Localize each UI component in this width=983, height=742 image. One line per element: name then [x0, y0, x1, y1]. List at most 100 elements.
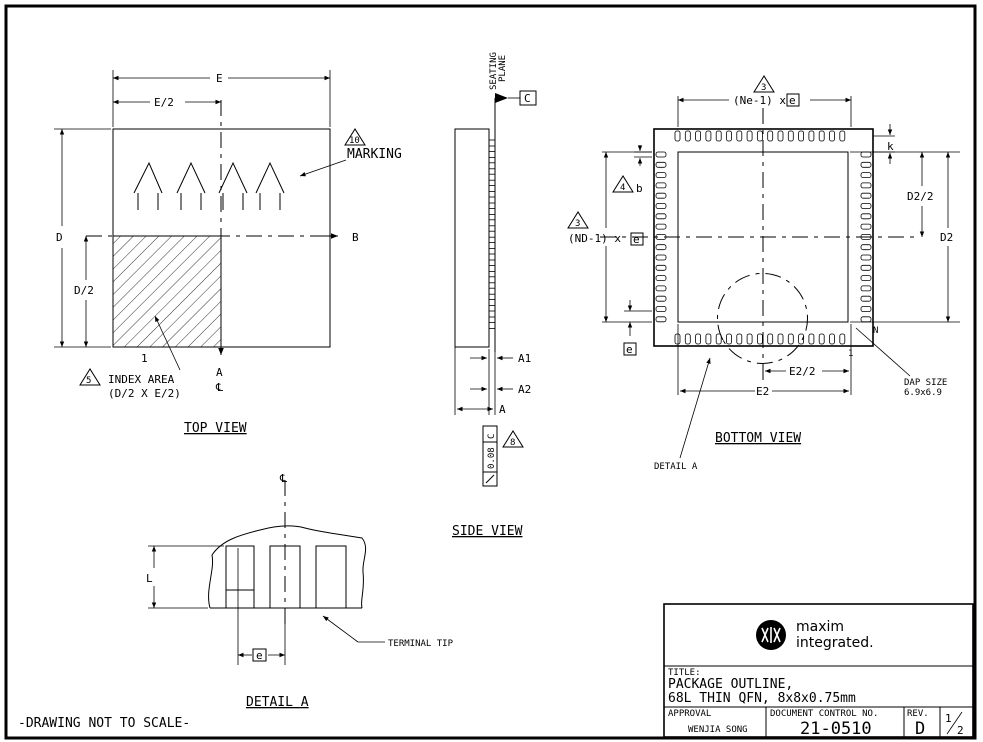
lead-pad	[860, 203, 872, 209]
dim-a2-label: A2	[518, 383, 531, 396]
approval-value: WENJIA SONG	[688, 725, 748, 735]
dim-k-label: k	[887, 140, 894, 153]
bottom-pitch-label: e	[626, 343, 633, 356]
lead-pad	[860, 213, 872, 220]
approval-label: APPROVAL	[668, 709, 711, 719]
lead-pad	[488, 219, 496, 227]
lead-pad	[777, 333, 784, 345]
note-flag-3-top	[753, 75, 775, 93]
lead-pad	[655, 213, 667, 220]
bottom-view-caption: BOTTOM VIEW	[715, 431, 801, 446]
lead-pad	[860, 223, 872, 230]
lead-pad	[726, 333, 732, 345]
lead-pad	[839, 130, 846, 142]
lead-pad	[674, 333, 681, 345]
lead-pad	[488, 253, 496, 261]
lead-pad	[715, 333, 722, 345]
dim-d2-label: D2	[940, 231, 953, 244]
detail-a-circle	[717, 272, 808, 364]
dap-size-label: DAP SIZE	[904, 378, 947, 388]
lead-pad	[488, 310, 496, 318]
dim-l-label: L	[146, 572, 153, 585]
doc-control-number: 21-0510	[800, 719, 872, 739]
note-flag-5	[79, 368, 101, 386]
lead-pad	[695, 333, 701, 345]
lead-pad	[808, 130, 815, 142]
nd-pitch: e	[633, 233, 640, 246]
lead-pad	[787, 333, 794, 345]
note3-left-number: 3	[575, 219, 580, 229]
dim-a-label: A	[499, 403, 506, 416]
note4-number: 4	[620, 183, 625, 193]
lead-pad	[726, 130, 732, 142]
lead-pad	[488, 207, 496, 215]
note-flag-4	[612, 175, 634, 193]
lead-pad	[860, 254, 872, 261]
tolerance-frame	[482, 425, 498, 487]
lead-pad	[818, 333, 825, 345]
lead-pad	[488, 139, 496, 147]
lead-pad	[746, 333, 753, 345]
lead-pad	[695, 130, 701, 142]
detail-centerline: ℄	[279, 472, 287, 485]
lead-pad	[860, 295, 872, 302]
note3-top-number: 3	[761, 83, 766, 93]
lead-pad	[655, 244, 667, 251]
datum-b-label: B	[352, 231, 359, 244]
bottom-lead-pads	[655, 130, 872, 345]
lead-pad	[655, 295, 667, 302]
detail-a-reference: DETAIL A	[654, 462, 698, 472]
lead-pad	[488, 321, 496, 329]
title-label: TITLE:	[668, 668, 701, 678]
top-view: E E/2 D D/2 B 1 A ℄ 10 MARKING 5 INDEX A…	[54, 70, 402, 436]
lead-pad	[655, 182, 667, 189]
lead-pad	[777, 130, 784, 142]
lead-pad	[860, 316, 872, 323]
lead-pad	[715, 130, 722, 142]
lead-pad	[488, 150, 496, 158]
note-flag-8	[502, 430, 524, 448]
pin-one-bottom-label: 1	[848, 349, 853, 359]
lead-pad	[839, 333, 846, 345]
lead-pad	[655, 306, 667, 312]
pin-n-label: N	[873, 326, 878, 336]
datum-a-label: A	[216, 366, 223, 379]
tolerance-value: 0.08	[487, 447, 497, 469]
title-line-2: 68L THIN QFN, 8x8x0.75mm	[668, 691, 856, 706]
lead-pad	[655, 285, 667, 292]
lead-pad	[860, 182, 872, 189]
lead-pad	[655, 151, 667, 158]
top-view-caption: TOP VIEW	[184, 421, 247, 436]
lead-pad	[860, 172, 872, 179]
logo-text-integrated: integrated.	[796, 635, 874, 651]
lead-pad	[488, 264, 496, 272]
detail-pitch: e	[256, 649, 263, 662]
lead-pad	[488, 173, 496, 181]
lead-pad	[488, 185, 496, 193]
lead-pad	[488, 162, 496, 170]
sheet-border	[4, 4, 977, 740]
index-area-size: (D/2 X E/2)	[108, 387, 181, 400]
marking-triangles	[133, 161, 285, 210]
lead-pad	[829, 130, 835, 142]
rev-label: REV.	[907, 709, 929, 719]
lead-pad	[757, 130, 763, 142]
lead-pad	[705, 333, 712, 345]
lead-pad	[488, 299, 496, 307]
lead-pad	[860, 192, 872, 199]
detail-a: ℄ L e TERMINAL TIP DETAIL A	[146, 472, 454, 710]
terminal-left	[225, 545, 255, 609]
dim-e2-half-label: E2/2	[789, 365, 816, 378]
side-view: C SEATING PLANE A1 A2 A C 0.08 8 SIDE VI…	[452, 52, 537, 539]
lead-pad	[746, 130, 753, 142]
dap-size-value: 6.9x6.9	[904, 388, 942, 398]
lead-b-label: b	[636, 182, 643, 195]
index-note-number: 5	[86, 376, 91, 386]
index-area-label: INDEX AREA	[108, 373, 175, 386]
lead-pad	[829, 333, 835, 345]
not-to-scale-note: -DRAWING NOT TO SCALE-	[18, 716, 190, 731]
marking-note-number: 10	[349, 136, 360, 146]
lead-pad	[787, 130, 794, 142]
lead-pad	[860, 275, 872, 282]
terminal-tip-label: TERMINAL TIP	[388, 639, 454, 649]
